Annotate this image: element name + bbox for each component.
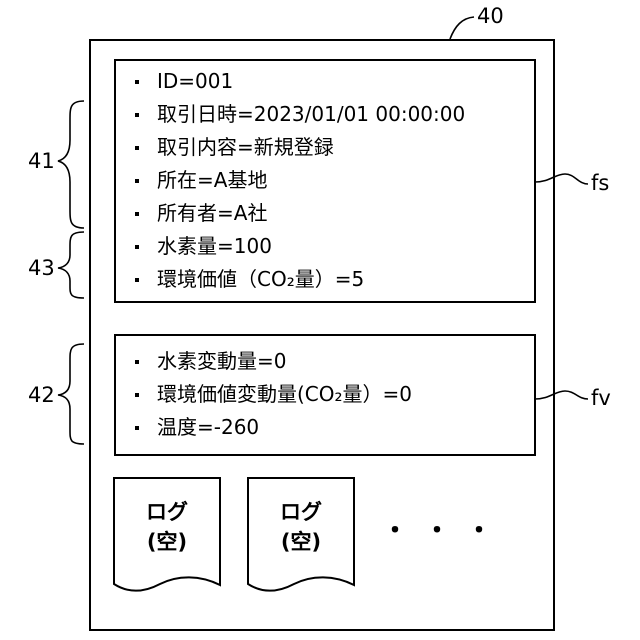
field-location: 所在=A基地 bbox=[127, 164, 465, 197]
label-second-group: 42 bbox=[28, 385, 55, 406]
more-logs-ellipsis: ・・・ bbox=[382, 510, 508, 547]
brace-first-group bbox=[58, 101, 84, 228]
fixed-block-leader bbox=[535, 174, 588, 184]
label-variable-block: fv bbox=[591, 388, 611, 409]
log-document-1-status: (空) bbox=[115, 527, 219, 557]
log-document-2-text: ログ (空) bbox=[249, 497, 353, 557]
field-owner: 所有者=A社 bbox=[127, 197, 465, 230]
field-temperature: 温度=-260 bbox=[127, 411, 412, 444]
field-environmental-value-change: 環境価値変動量(CO₂量）=0 bbox=[127, 378, 412, 411]
label-first-group: 41 bbox=[28, 151, 55, 172]
field-transaction-datetime: 取引日時=2023/01/01 00:00:00 bbox=[127, 98, 465, 131]
field-transaction-content: 取引内容=新規登録 bbox=[127, 131, 465, 164]
log-document-2-title: ログ bbox=[249, 497, 353, 527]
brace-second-group bbox=[58, 344, 84, 444]
record-leader bbox=[450, 17, 474, 39]
field-hydrogen-amount: 水素量=100 bbox=[127, 230, 465, 263]
brace-third-group bbox=[58, 232, 84, 298]
field-hydrogen-change: 水素変動量=0 bbox=[127, 345, 412, 378]
field-environmental-value: 環境価値（CO₂量）=5 bbox=[127, 263, 465, 296]
label-third-group: 43 bbox=[28, 258, 55, 279]
variable-field-list: 水素変動量=0 環境価値変動量(CO₂量）=0 温度=-260 bbox=[127, 345, 412, 444]
log-document-1-title: ログ bbox=[115, 497, 219, 527]
log-document-2-status: (空) bbox=[249, 527, 353, 557]
log-document-1-text: ログ (空) bbox=[115, 497, 219, 557]
variable-block-leader bbox=[535, 391, 588, 399]
fixed-field-list: ID=001 取引日時=2023/01/01 00:00:00 取引内容=新規登… bbox=[127, 65, 465, 296]
label-fixed-block: fs bbox=[591, 173, 609, 194]
field-id: ID=001 bbox=[127, 65, 465, 98]
label-record: 40 bbox=[477, 6, 504, 27]
